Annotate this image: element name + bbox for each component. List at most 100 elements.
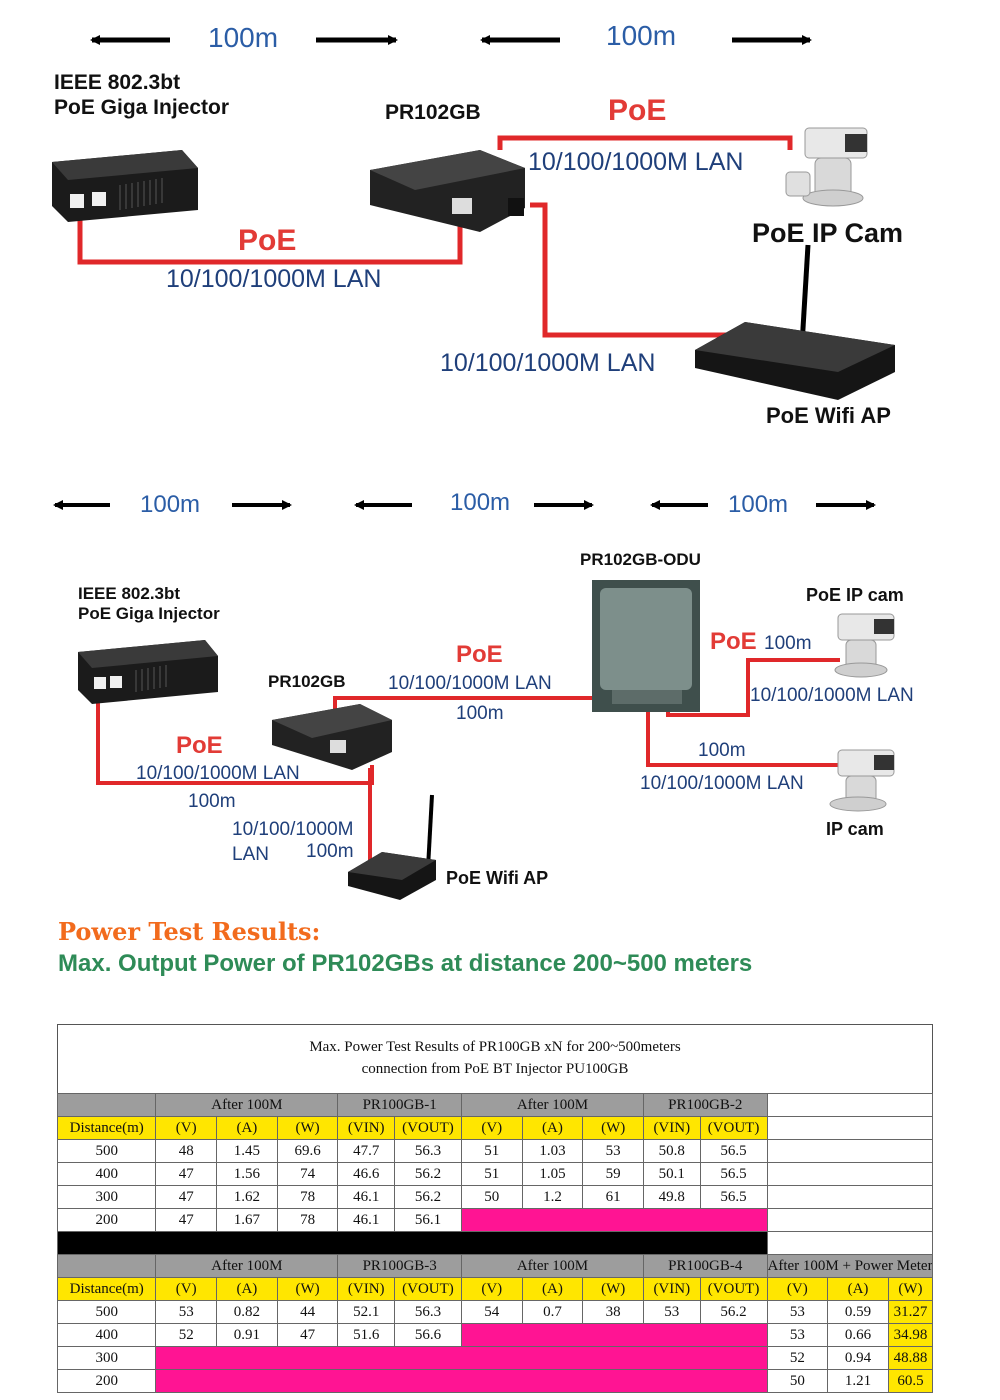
camera-label: PoE IP Cam — [752, 218, 904, 248]
table-caption-line: Max. Power Test Results of PR100GB xN fo… — [309, 1039, 681, 1056]
poe-label: PoE — [456, 641, 503, 668]
ip-camera-2a — [834, 613, 895, 678]
results-subtitle: Max. Output Power of PR102GBs at distanc… — [58, 950, 753, 977]
empty-cell — [766, 1185, 933, 1209]
table-row: 400 47 1.56 74 46.6 56.2 51 1.05 59 50.1… — [56, 1162, 933, 1186]
column-header-cell: (V) — [460, 1116, 523, 1140]
injector-title-line: PoE Giga Injector — [54, 96, 230, 120]
lan-label: 10/100/1000M LAN — [640, 773, 804, 794]
cables-2 — [96, 658, 845, 870]
group-header-cell — [56, 1093, 157, 1117]
column-header-cell: (VIN) — [337, 1116, 395, 1140]
poe-injector-2 — [78, 640, 218, 704]
empty-cell — [766, 1139, 933, 1163]
group-header-cell: After 100M — [155, 1254, 339, 1278]
table-cell: 1.2 — [521, 1185, 584, 1209]
table-cell: 56.5 — [699, 1162, 768, 1186]
table-cell: 200 — [56, 1369, 157, 1393]
ip-camera-1 — [785, 127, 868, 207]
distance-label: 100m — [728, 491, 789, 518]
distance-label: 100m — [208, 22, 279, 53]
group-header-cell — [56, 1254, 157, 1278]
segment-distance: 100m — [306, 841, 354, 862]
table-row: 500 48 1.45 69.6 47.7 56.3 51 1.03 53 50… — [56, 1139, 933, 1163]
lan-label: 10/100/1000M LAN — [136, 763, 300, 784]
group-header-cell: After 100M — [460, 1093, 645, 1117]
table-cell: 52 — [766, 1346, 829, 1370]
column-header-cell: (W) — [276, 1116, 339, 1140]
distance-label: 100m — [606, 20, 677, 51]
table-cell: 50 — [460, 1185, 523, 1209]
column-header-cell: (VIN) — [337, 1277, 395, 1301]
table-row: 200 50 1.21 60.5 — [56, 1369, 934, 1393]
table-cell: 47 — [155, 1208, 218, 1232]
table-cell: 53 — [582, 1139, 645, 1163]
results-grid: After 100M PR100GB-1 After 100M PR100GB-… — [56, 1093, 934, 1393]
group-header-row: After 100M PR100GB-1 After 100M PR100GB-… — [56, 1093, 933, 1117]
table-cell: 47 — [155, 1162, 218, 1186]
table-cell: 34.98 — [887, 1323, 934, 1347]
table-cell: 47.7 — [337, 1139, 395, 1163]
group-header-cell: After 100M — [155, 1093, 339, 1117]
table-cell: 51.6 — [337, 1323, 395, 1347]
group-header-cell: After 100M + Power Meter — [766, 1254, 933, 1278]
column-header-cell: (A) — [216, 1116, 278, 1140]
lan-label: 10/100/1000M — [232, 819, 354, 840]
wifi-ap-label: PoE Wifi AP — [766, 403, 891, 428]
table-cell: 56.2 — [393, 1185, 462, 1209]
table-cell: 0.7 — [521, 1300, 584, 1324]
wifi-ap-label: PoE Wifi AP — [446, 868, 549, 888]
injector-title: IEEE 802.3bt PoE Giga Injector — [78, 584, 220, 625]
table-cell: 1.21 — [827, 1369, 889, 1393]
camera-label: PoE IP cam — [806, 585, 904, 605]
injector-title-line: IEEE 802.3bt — [54, 71, 181, 94]
distance-label: 100m — [450, 489, 511, 516]
table-cell: 51 — [460, 1139, 523, 1163]
group-header-cell: PR100GB-4 — [643, 1254, 768, 1278]
device-title: PR102GB — [385, 101, 481, 124]
group-header-row: After 100M PR100GB-3 After 100M PR100GB-… — [56, 1254, 933, 1278]
table-cell: 400 — [56, 1323, 157, 1347]
power-test-table: Max. Power Test Results of PR100GB xN fo… — [56, 1024, 934, 1393]
column-header-cell: (A) — [521, 1277, 584, 1301]
column-header-cell: (W) — [276, 1277, 339, 1301]
table-cell: 0.94 — [827, 1346, 889, 1370]
table-cell: 53 — [766, 1323, 829, 1347]
column-header-cell: (VIN) — [643, 1277, 701, 1301]
ip-camera-2b — [829, 749, 895, 812]
table-cell: 56.3 — [393, 1300, 462, 1324]
table-cell: 53 — [643, 1300, 701, 1324]
table-cell: 0.82 — [216, 1300, 278, 1324]
table-cell: 46.1 — [337, 1208, 395, 1232]
table-cell: 0.59 — [827, 1300, 889, 1324]
column-header-cell: (V) — [766, 1277, 829, 1301]
lan-label: 10/100/1000M LAN — [750, 685, 914, 706]
group-header-cell: After 100M — [460, 1254, 645, 1278]
column-header-cell: (W) — [582, 1116, 645, 1140]
table-cell: 500 — [56, 1300, 157, 1324]
table-cell: 74 — [276, 1162, 339, 1186]
empty-cell — [766, 1231, 933, 1255]
pr102gb-device-2 — [272, 704, 392, 770]
column-header-cell: (V) — [460, 1277, 523, 1301]
camera-label: IP cam — [826, 819, 884, 839]
table-cell: 56.6 — [393, 1323, 462, 1347]
segment-distance: 100m — [456, 703, 504, 724]
lan-label: 10/100/1000M LAN — [528, 148, 744, 176]
table-cell: 53 — [155, 1300, 218, 1324]
table-caption-line: connection from PoE BT Injector PU100GB — [361, 1061, 629, 1077]
injector-title-line: IEEE 802.3bt — [78, 584, 181, 603]
table-cell: 500 — [56, 1139, 157, 1163]
table-row: 200 47 1.67 78 46.1 56.1 — [56, 1208, 933, 1232]
column-header-cell: Distance(m) — [56, 1116, 157, 1140]
column-header-cell: (A) — [216, 1277, 278, 1301]
no-data-cell — [460, 1323, 768, 1347]
table-cell: 56.5 — [699, 1185, 768, 1209]
poe-label: PoE — [176, 732, 223, 759]
table-cell: 0.91 — [216, 1323, 278, 1347]
column-header-cell: (V) — [155, 1116, 218, 1140]
separator-cell — [57, 1231, 768, 1255]
injector-title-line: PoE Giga Injector — [78, 604, 220, 624]
empty-cell — [766, 1162, 933, 1186]
table-row: 300 52 0.94 48.88 — [56, 1346, 934, 1370]
